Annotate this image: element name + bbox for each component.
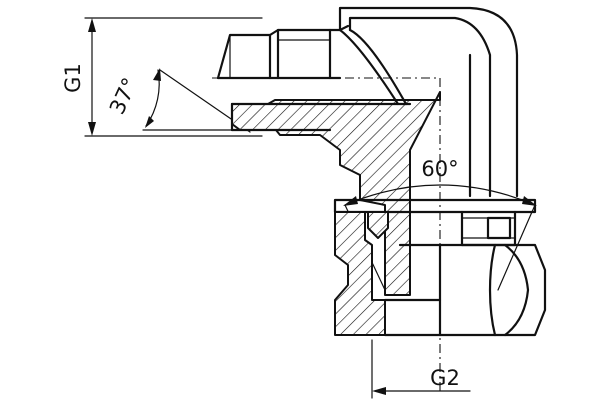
body-section-hatch (231, 91, 441, 296)
cone-angle-arrow-top (153, 68, 161, 81)
male-cone-stud (216, 24, 350, 80)
seal-angle-leg-right (497, 204, 536, 291)
seal-angle-arc (344, 184, 536, 206)
stud-outline-top (216, 24, 350, 80)
body-section (230, 91, 441, 296)
elbow-bend-outer (338, 28, 400, 106)
g1-arrow-bottom (88, 122, 96, 136)
nut-hex-outline (383, 243, 547, 337)
swivel-nut (333, 198, 547, 337)
nut-hex-flat-left (488, 243, 497, 337)
nut-top-face (333, 198, 537, 214)
g2-label: G2 (430, 366, 460, 390)
g1-label: G1 (61, 63, 85, 93)
seal-angle-label: 60° (421, 157, 458, 181)
nut-collar-pocket (486, 216, 512, 240)
elbow-outer-arc (338, 6, 519, 198)
g2-arrow (372, 387, 386, 395)
cone-angle-label: 37° (105, 74, 142, 118)
elbow-bend-inner (348, 28, 408, 106)
g1-dimension: G1 (61, 17, 263, 137)
elbow-body (338, 6, 519, 198)
cone-angle-arrow-bottom (145, 116, 154, 128)
g1-arrow-top (88, 18, 96, 32)
nut-hex-flat-right (503, 243, 530, 337)
nut-inner-bottom (383, 298, 442, 337)
elbow-inner-arc (348, 16, 492, 198)
nut-seal-ring (367, 211, 389, 239)
g2-dimension: G2 (371, 339, 471, 399)
